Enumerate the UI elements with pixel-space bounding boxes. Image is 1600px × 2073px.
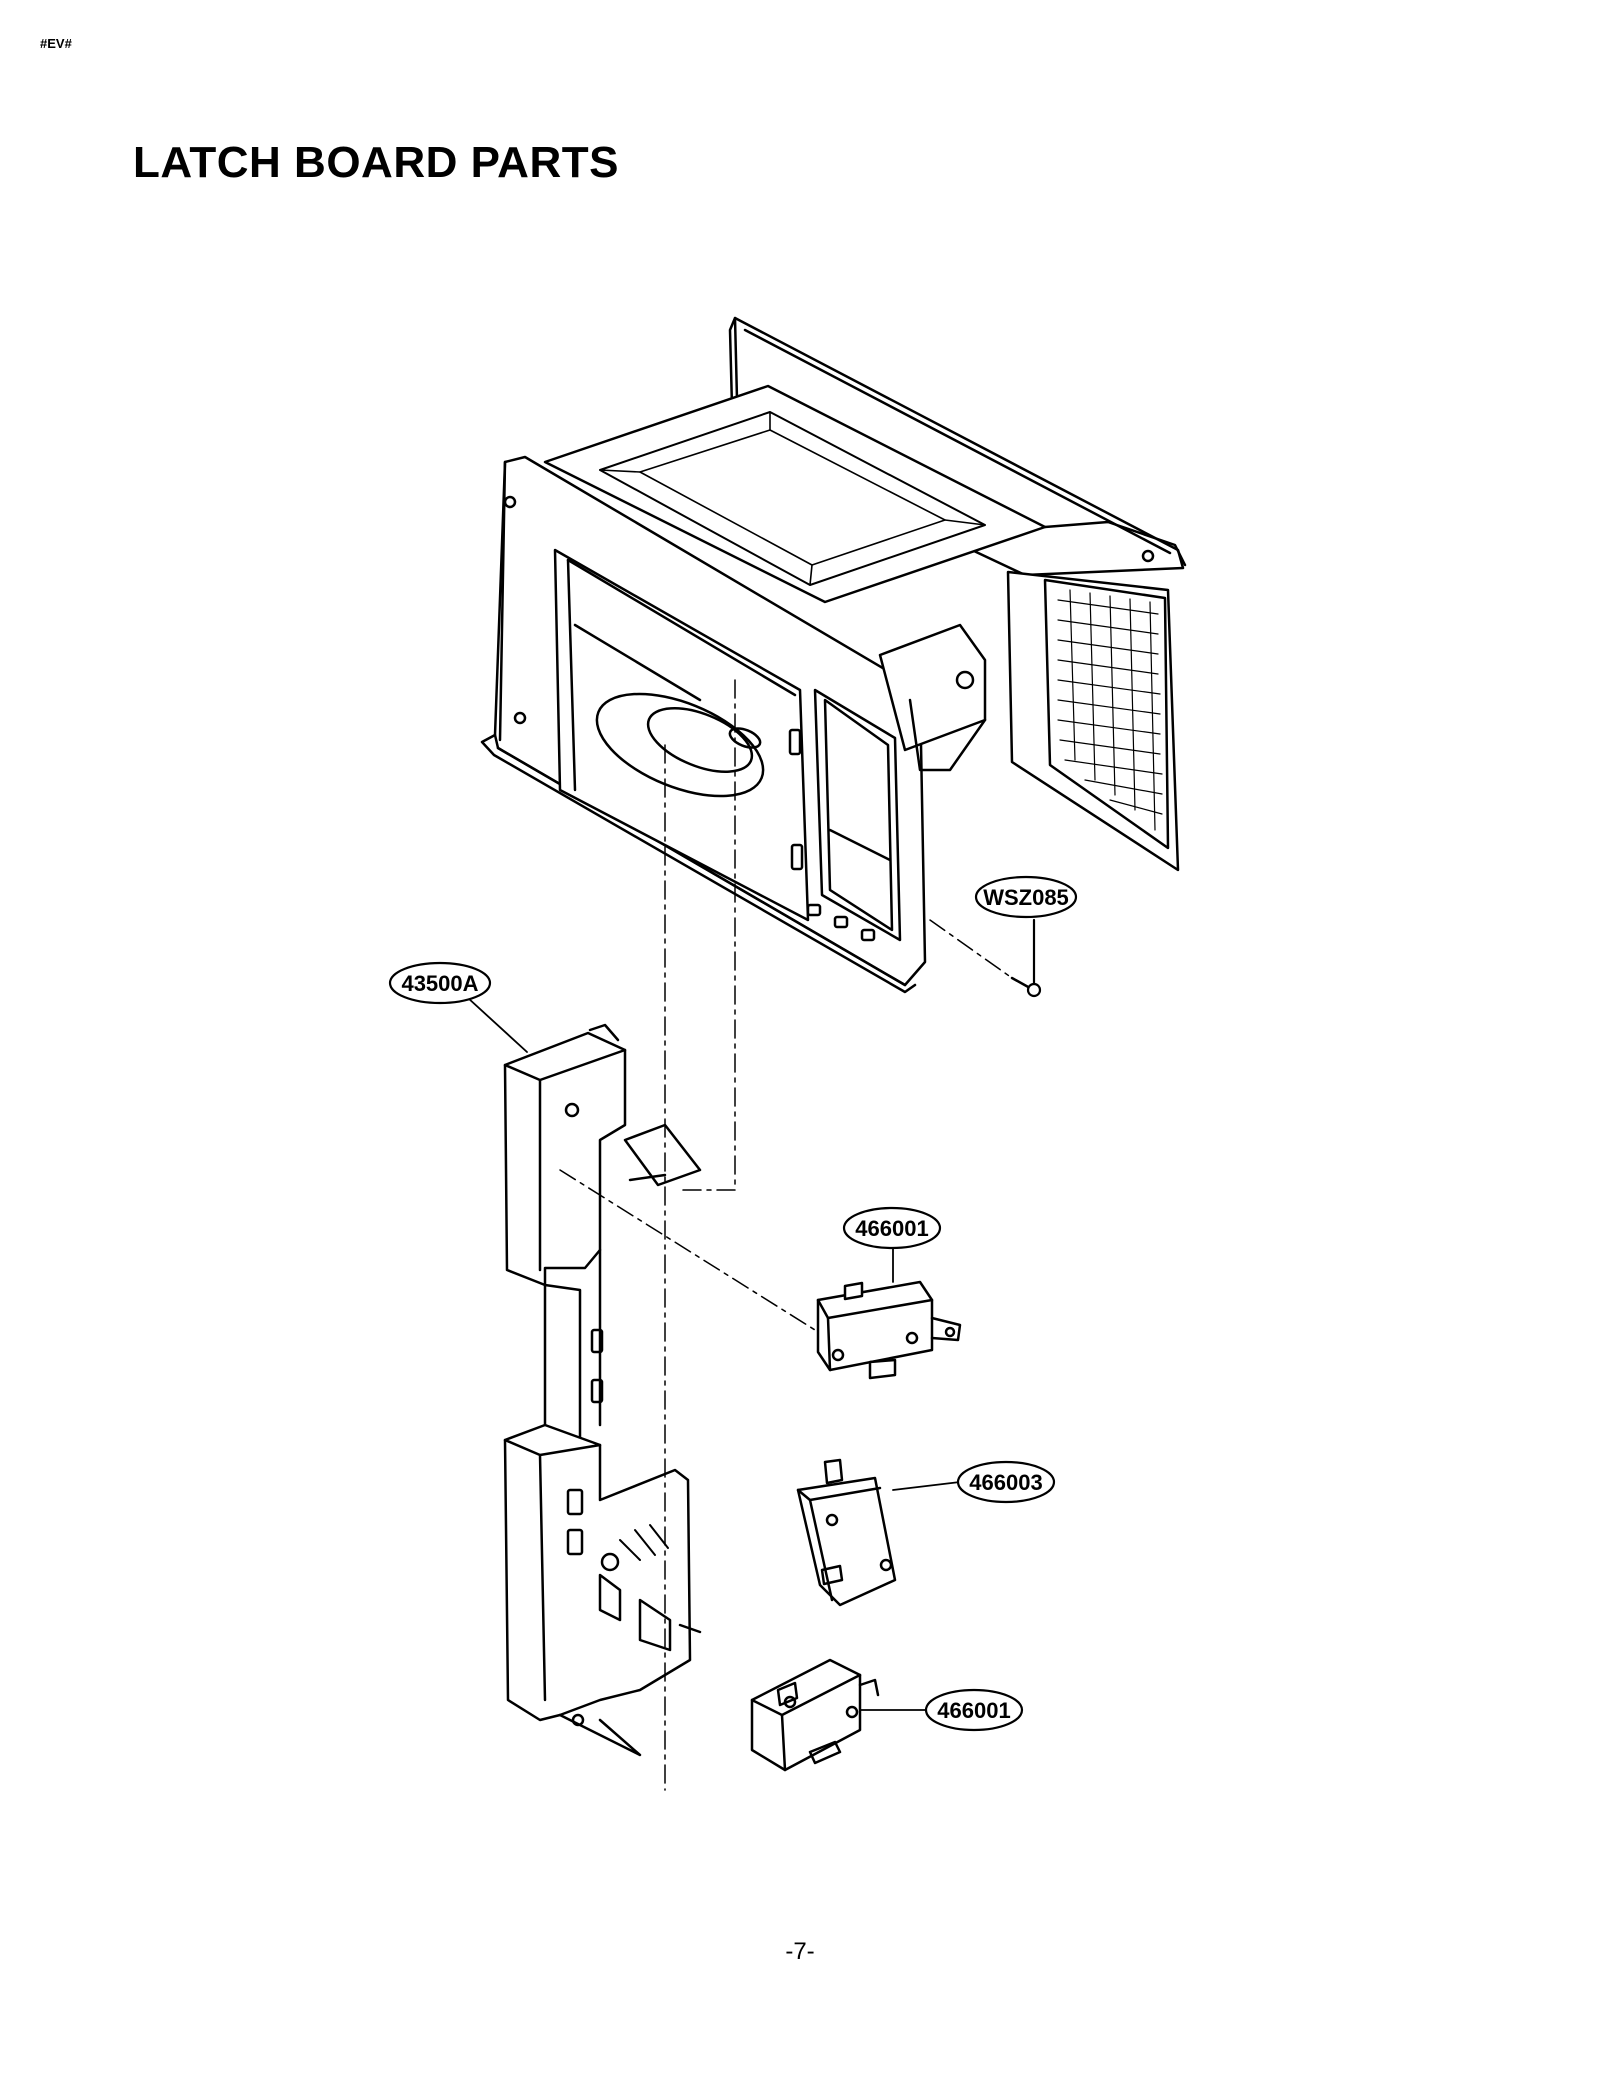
switch-466001-upper — [816, 1280, 962, 1380]
part-label-43500a: 43500A — [401, 971, 478, 996]
callout-466001-upper: 466001 — [842, 1206, 942, 1250]
switch-466003 — [796, 1458, 897, 1607]
microwave-cavity — [480, 316, 1187, 994]
vent-grid — [1057, 589, 1163, 831]
part-label-466001-lower: 466001 — [937, 1698, 1010, 1723]
latch-board — [503, 1023, 702, 1757]
leader-lines — [467, 997, 961, 1711]
page-title: LATCH BOARD PARTS — [133, 138, 619, 187]
callout-466003: 466003 — [956, 1460, 1056, 1504]
page-number: -7- — [785, 1938, 815, 1965]
switch-466001-lower — [750, 1658, 880, 1772]
alignment-lines — [559, 679, 1013, 1791]
part-label-466003: 466003 — [969, 1470, 1042, 1495]
part-label-466001-upper: 466001 — [855, 1216, 928, 1241]
screw-wsz085 — [1010, 918, 1042, 998]
callout-wsz085: WSZ085 — [974, 875, 1078, 919]
callout-466001-lower: 466001 — [924, 1688, 1024, 1732]
callout-43500a: 43500A — [388, 961, 492, 1005]
doc-code: #EV# — [40, 36, 72, 51]
part-label-wsz085: WSZ085 — [983, 885, 1069, 910]
